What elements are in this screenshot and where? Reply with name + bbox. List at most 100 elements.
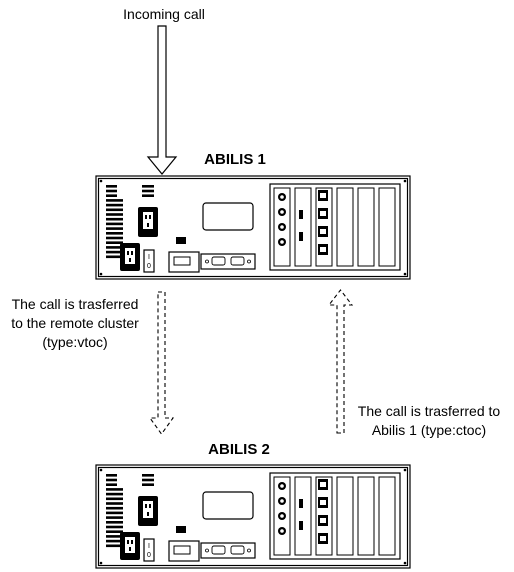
- vent-slot: [106, 246, 123, 249]
- card-slot: [294, 476, 312, 556]
- front-display: [202, 202, 254, 231]
- transfer-down-note-line-2: to the remote cluster: [11, 315, 139, 331]
- vent-slot: [106, 241, 123, 244]
- power-switch-off-label: 0: [147, 552, 151, 559]
- vent-slot: [106, 530, 123, 533]
- vent-slot: [106, 227, 123, 230]
- socket-pin: [149, 215, 151, 219]
- socket-pin: [145, 215, 147, 219]
- vent-slot: [106, 199, 123, 202]
- vent-slot: [106, 497, 123, 501]
- port-screw-icon: [205, 259, 209, 264]
- card-slot: [294, 187, 312, 267]
- socket-pin: [127, 251, 129, 255]
- vent-slot: [106, 511, 123, 515]
- expansion-card-bay: [269, 472, 401, 560]
- socket-pin: [127, 540, 129, 544]
- vent-slot: [106, 189, 117, 193]
- card-slot: [336, 476, 354, 556]
- transfer-up-note-line-1: The call is trasferred to: [357, 403, 501, 419]
- vent-slot: [106, 208, 123, 212]
- vent-slot: [142, 483, 154, 486]
- card-indicator-icon: [299, 210, 303, 219]
- serial-port-panel: [200, 542, 256, 559]
- serial-port-icon: [211, 256, 226, 266]
- card-indicator-icon: [299, 499, 303, 508]
- serial-port-icon: [230, 545, 245, 555]
- vent-slot: [106, 521, 123, 524]
- abilis-1-title: ABILIS 1: [204, 151, 266, 168]
- power-switch-icon: [143, 249, 155, 273]
- screw-icon: [99, 468, 103, 472]
- vent-slot: [106, 544, 123, 548]
- card-bay-frame: [269, 183, 401, 271]
- socket-pin: [131, 540, 133, 544]
- vent-slot: [106, 525, 123, 529]
- vent-slot: [106, 255, 123, 259]
- vent-slot: [142, 189, 154, 193]
- card-indicator-icon: [299, 232, 303, 241]
- vent-slot: [106, 194, 117, 197]
- vent-slot: [106, 516, 123, 519]
- audio-jack-center: [280, 499, 284, 503]
- vent-slot: [106, 217, 123, 221]
- status-led-icon: [176, 526, 186, 533]
- vent-slot: [106, 478, 117, 482]
- transfer-up-arrow: [327, 289, 354, 434]
- vent-slot: [106, 222, 123, 226]
- screw-icon: [403, 179, 407, 183]
- screw-icon: [403, 272, 407, 276]
- abilis-2-title: ABILIS 2: [208, 441, 270, 458]
- card-indicator-icon: [299, 521, 303, 530]
- rj-port-opening: [320, 229, 326, 234]
- screw-icon: [403, 468, 407, 472]
- power-switch-on-label: I: [148, 543, 150, 550]
- audio-jack-center: [280, 225, 284, 229]
- power-socket-face: [125, 248, 135, 264]
- transfer-down-note-line-1: The call is trasferred: [11, 296, 139, 312]
- vent-slot: [106, 506, 123, 510]
- vent-slot: [142, 474, 154, 477]
- audio-jack-center: [280, 529, 284, 533]
- card-slot: [378, 476, 396, 556]
- socket-pin: [149, 504, 151, 508]
- rj-port-opening: [320, 518, 326, 523]
- serial-port-icon: [211, 545, 226, 555]
- card-slot: [357, 476, 375, 556]
- vent-slot: [106, 185, 117, 188]
- socket-pin: [147, 223, 149, 227]
- power-switch-on-label: I: [148, 254, 150, 261]
- socket-pin: [131, 251, 133, 255]
- audio-jack-center: [280, 240, 284, 244]
- power-socket-face: [143, 212, 153, 229]
- vent-slot: [106, 488, 123, 491]
- audio-jack-center: [280, 195, 284, 199]
- vent-slot: [106, 250, 123, 254]
- transfer-up-note-line-2: Abilis 1 (type:ctoc): [371, 422, 487, 438]
- usb-port-slot: [173, 545, 191, 555]
- card-bay-frame: [269, 472, 401, 560]
- vent-slot: [106, 474, 117, 477]
- vent-slot: [142, 185, 154, 188]
- vent-slot: [106, 483, 117, 486]
- transfer-down-note-line-3: (type:vtoc): [42, 334, 108, 350]
- port-screw-icon: [205, 548, 209, 553]
- serial-port-icon: [230, 256, 245, 266]
- rj-port-opening: [320, 193, 326, 198]
- abilis-2-device: I0: [95, 464, 411, 569]
- vent-slot: [106, 492, 123, 496]
- card-slot: [336, 187, 354, 267]
- ventilation-grille: [106, 185, 154, 259]
- vent-slot: [142, 194, 154, 197]
- audio-jack-center: [280, 210, 284, 214]
- serial-port-panel: [200, 253, 256, 270]
- socket-pin: [129, 547, 131, 551]
- transfer-down-arrow: [148, 291, 175, 435]
- incoming-call-arrow: [146, 25, 178, 175]
- rj-port-opening: [320, 500, 326, 505]
- power-socket-face: [143, 501, 153, 518]
- vent-slot: [106, 213, 123, 216]
- screw-icon: [99, 561, 103, 565]
- power-switch-off-label: 0: [147, 263, 151, 270]
